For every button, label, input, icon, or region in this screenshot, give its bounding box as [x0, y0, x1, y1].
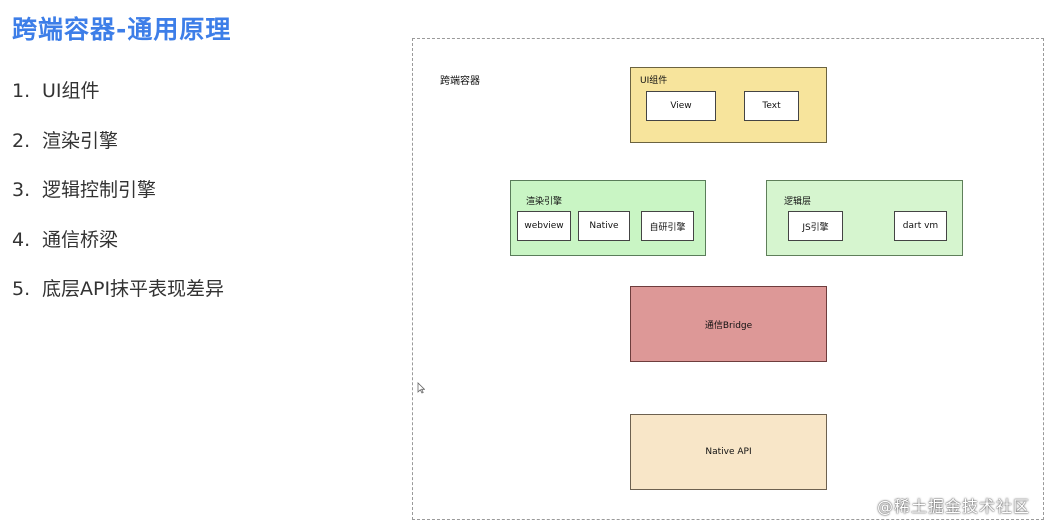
logic-layer-label: 逻辑层	[784, 197, 812, 207]
custom-engine: 自研引擎	[641, 211, 694, 241]
render-engine-label: 渲染引擎	[526, 197, 563, 207]
bridge-box: 通信Bridge	[630, 286, 827, 362]
js-engine: JS引擎	[788, 211, 843, 241]
mouse-cursor-icon	[417, 382, 425, 394]
webview-engine: webview	[517, 211, 571, 241]
list-item: 5.底层API抹平表现差异	[12, 278, 225, 300]
watermark: @稀土掘金技术社区	[876, 497, 1030, 516]
render-engine-box: 渲染引擎 webview Native 自研引擎	[510, 180, 706, 256]
native-engine: Native	[578, 211, 630, 241]
list-item: 3.逻辑控制引擎	[12, 179, 157, 201]
container-frame	[412, 38, 1044, 520]
ui-layer-label: UI组件	[640, 76, 668, 86]
native-api-box: Native API	[630, 414, 827, 490]
list-item: 1.UI组件	[12, 80, 100, 102]
dart-vm: dart vm	[894, 211, 947, 241]
logic-layer-box: 逻辑层 JS引擎 dart vm	[766, 180, 963, 256]
ui-layer-box: UI组件 View Text	[630, 67, 827, 143]
container-label: 跨端容器	[440, 76, 480, 87]
list-item: 4.通信桥梁	[12, 228, 119, 251]
principle-list: 1.UI组件 2.渲染引擎 3.逻辑控制引擎 4.通信桥梁 5.底层API抹平表…	[12, 76, 224, 324]
page-title: 跨端容器-通用原理	[12, 15, 232, 44]
list-item: 2.渲染引擎	[12, 129, 119, 152]
bridge-label: 通信Bridge	[704, 320, 753, 331]
view-component: View	[646, 91, 716, 121]
native-api-label: Native API	[705, 447, 752, 457]
text-component: Text	[744, 91, 799, 121]
